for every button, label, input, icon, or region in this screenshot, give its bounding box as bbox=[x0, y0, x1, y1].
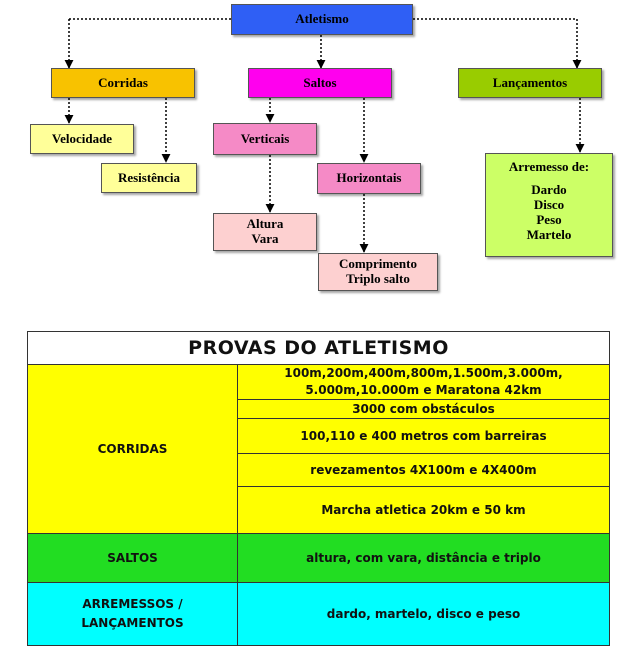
node-verticais: Verticais bbox=[213, 123, 317, 155]
saltos-detail: altura, com vara, distância e triplo bbox=[237, 533, 610, 583]
item-vara: Vara bbox=[251, 231, 279, 246]
lancamentos-detail: dardo, martelo, disco e peso bbox=[237, 582, 610, 646]
node-resistencia: Resistência bbox=[101, 163, 197, 193]
table-row: SALTOS altura, com vara, distância e tri… bbox=[27, 533, 610, 583]
corridas-row-5: Marcha atletica 20km e 50 km bbox=[237, 486, 610, 534]
table-row: revezamentos 4X100m e 4X400m bbox=[28, 453, 610, 487]
corridas-row-1: 100m,200m,400m,800m,1.500m,3.000m, 5.000… bbox=[237, 364, 610, 400]
node-velocidade: Velocidade bbox=[30, 124, 134, 154]
item-peso: Peso bbox=[536, 211, 562, 227]
diagram-connectors bbox=[64, 18, 585, 253]
corridas-row-4: revezamentos 4X100m e 4X400m bbox=[237, 453, 610, 487]
table-header-row: PROVAS DO ATLETISMO bbox=[27, 331, 610, 365]
item-comprimento: Comprimento bbox=[339, 256, 417, 272]
item-altura: Altura bbox=[246, 216, 284, 232]
node-horizontais: Horizontais bbox=[317, 163, 421, 194]
item-dardo: Dardo bbox=[531, 181, 567, 197]
corridas-row-3: 100,110 e 400 metros com barreiras bbox=[237, 418, 610, 454]
provas-table: PROVAS DO ATLETISMO CORRIDAS 100m,200m,4… bbox=[27, 331, 610, 646]
category-corridas: CORRIDAS bbox=[27, 364, 238, 534]
node-horizontais-items: Comprimento Triplo salto bbox=[318, 253, 438, 291]
arremesso-title: Arremesso de: bbox=[508, 159, 590, 174]
table-row: ARREMESSOS / LANÇAMENTOS dardo, martelo,… bbox=[27, 582, 610, 646]
node-saltos: Saltos bbox=[248, 68, 392, 98]
node-lancamentos: Lançamentos bbox=[458, 68, 602, 98]
category-saltos: SALTOS bbox=[27, 533, 238, 583]
node-arremesso: Arremesso de: Dardo Disco Peso Martelo bbox=[485, 153, 613, 257]
corridas-row-2: 3000 com obstáculos bbox=[237, 399, 610, 419]
item-martelo: Martelo bbox=[526, 226, 572, 242]
table-row: Marcha atletica 20km e 50 km bbox=[28, 486, 610, 534]
node-atletismo: Atletismo bbox=[231, 4, 413, 35]
item-triplo-salto: Triplo salto bbox=[346, 271, 410, 286]
table-row: 100,110 e 400 metros com barreiras bbox=[28, 418, 610, 454]
table-title: PROVAS DO ATLETISMO bbox=[27, 331, 610, 365]
node-corridas: Corridas bbox=[51, 68, 195, 98]
item-disco: Disco bbox=[533, 196, 565, 212]
node-verticais-items: Altura Vara bbox=[213, 213, 317, 251]
category-lancamentos: ARREMESSOS / LANÇAMENTOS bbox=[27, 582, 238, 646]
table-row: 3000 com obstáculos bbox=[28, 399, 610, 419]
table-row: CORRIDAS 100m,200m,400m,800m,1.500m,3.00… bbox=[27, 364, 610, 534]
